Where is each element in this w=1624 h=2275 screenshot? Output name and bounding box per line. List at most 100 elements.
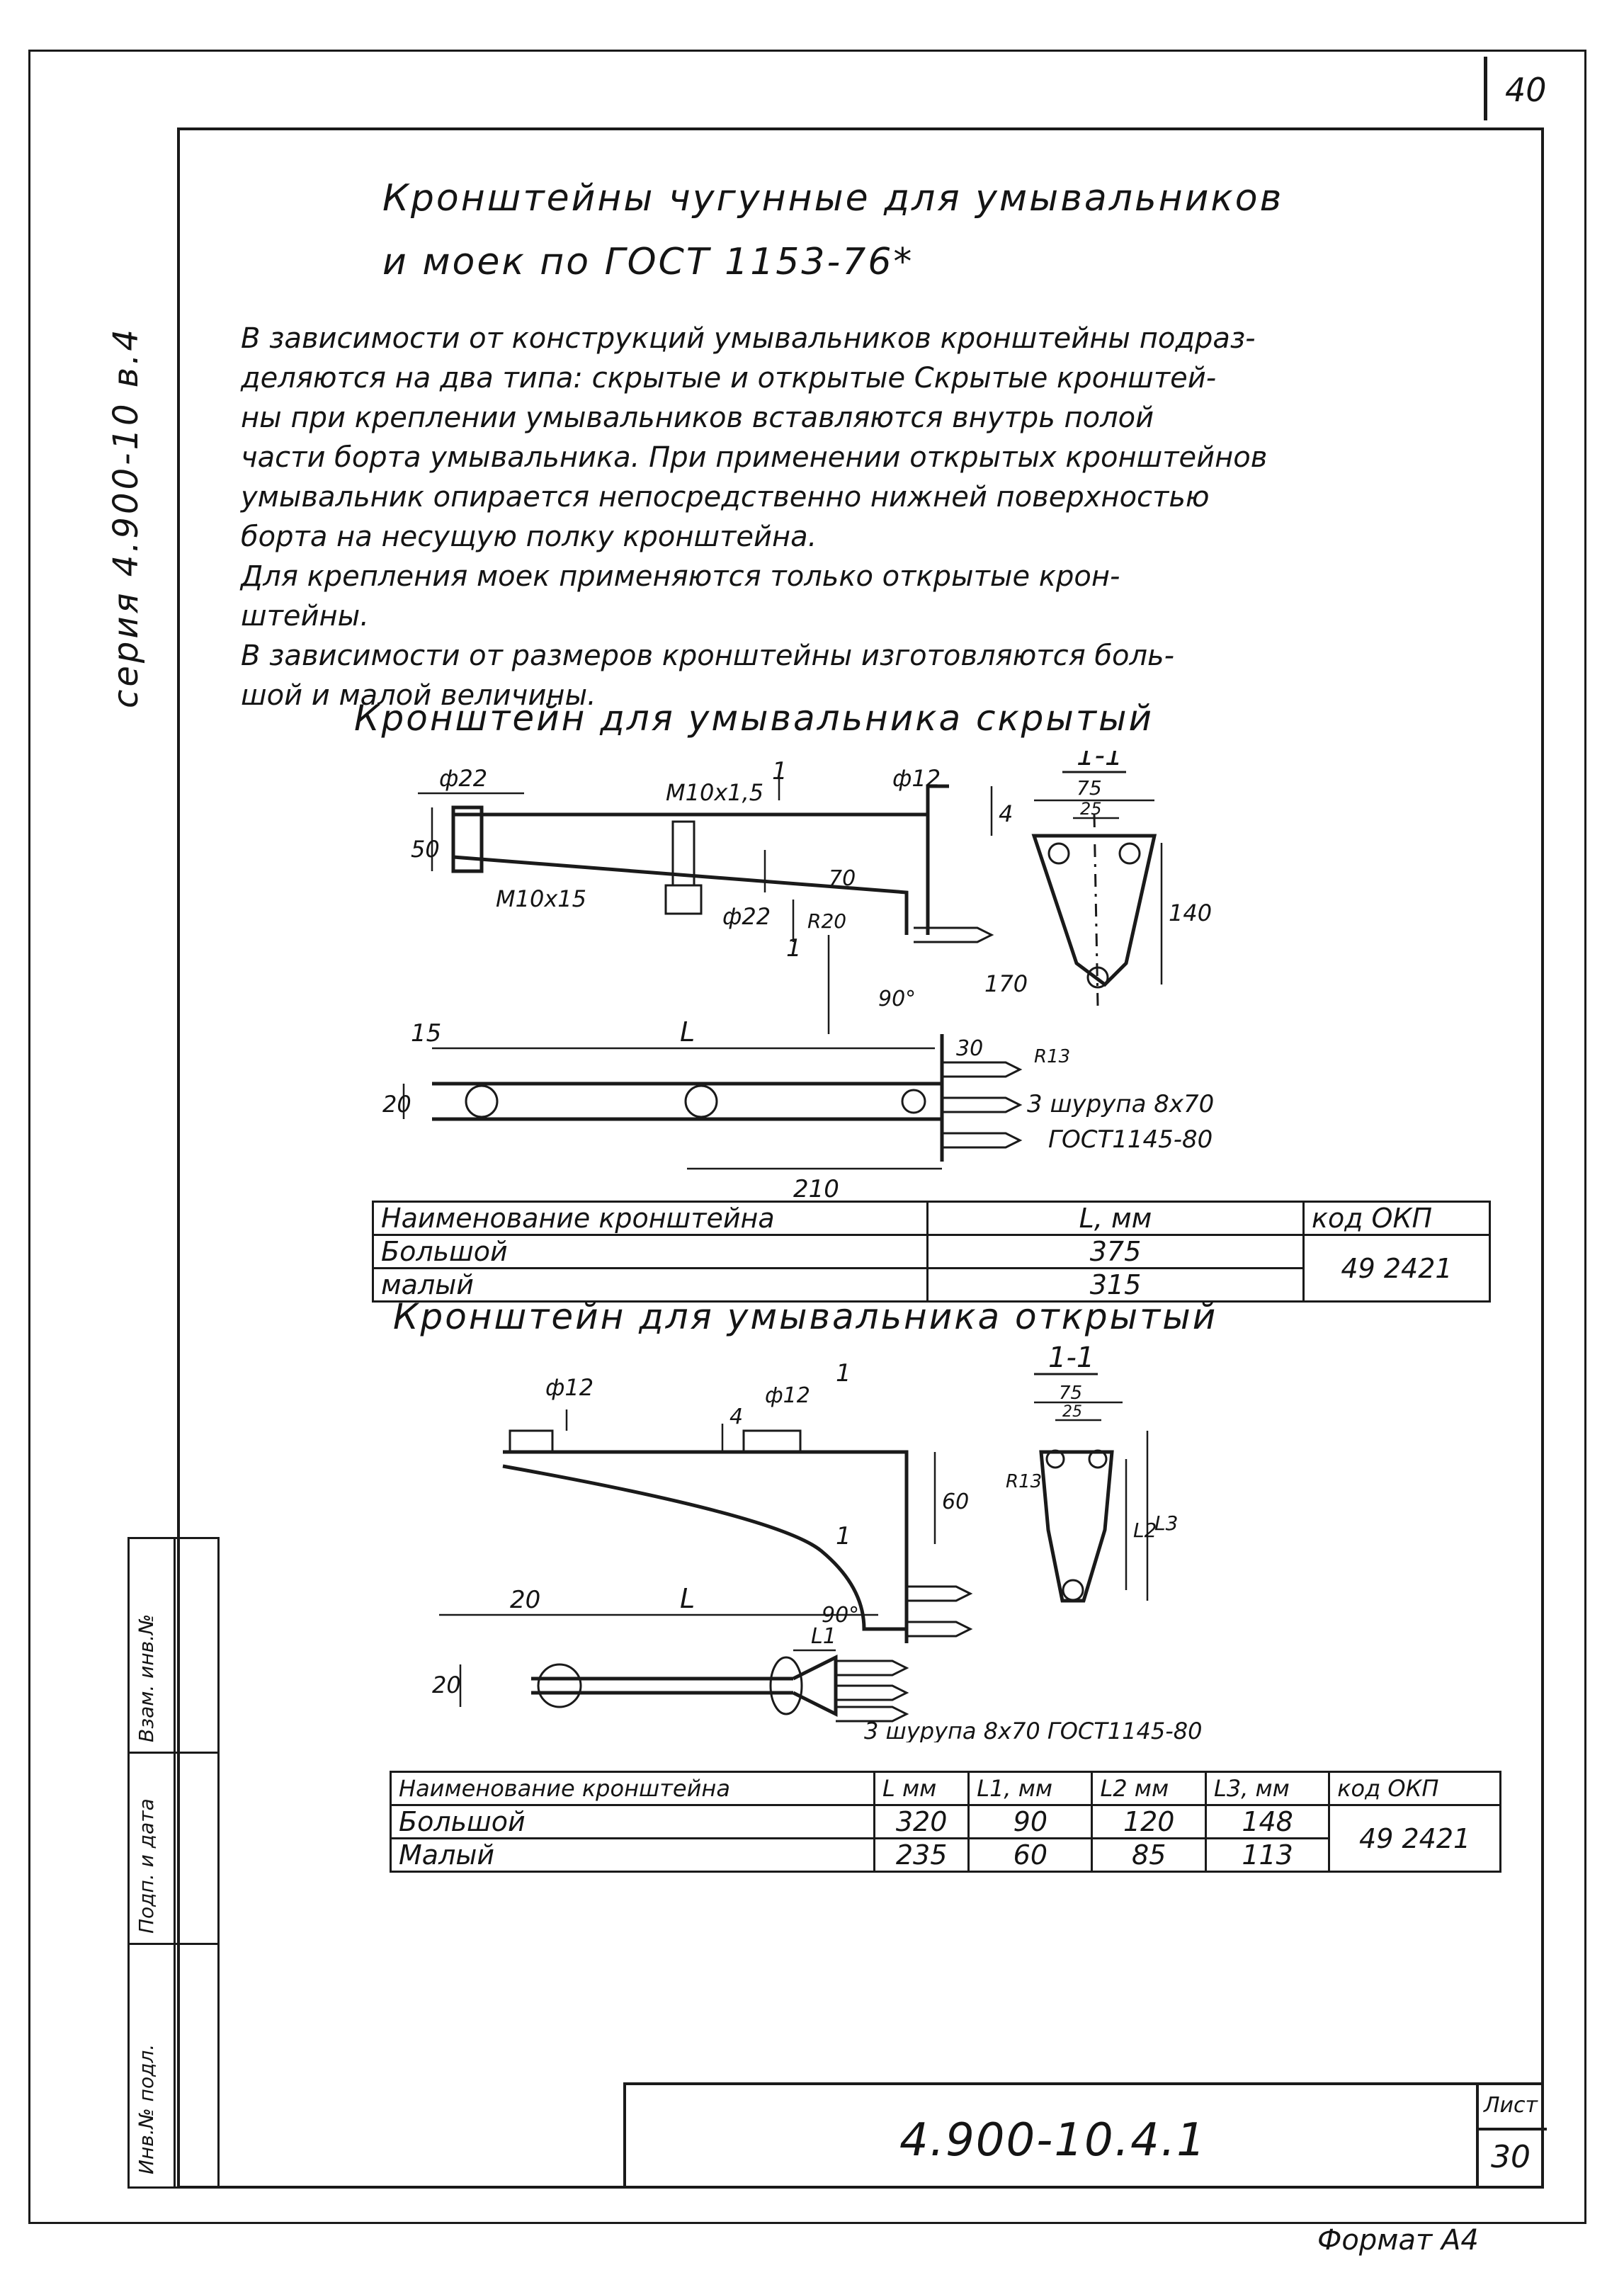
gost-spec: ГОСТ1145-80 bbox=[1048, 1125, 1213, 1154]
section-title-1-1: 1-1 bbox=[1077, 751, 1123, 772]
dim-210: 210 bbox=[793, 1175, 839, 1203]
dim-90deg: 90° bbox=[822, 1603, 859, 1628]
dim-75: 75 bbox=[1077, 776, 1102, 800]
dim-l3: L3 bbox=[1154, 1511, 1178, 1535]
col-l2-header: L2 мм bbox=[1091, 1771, 1207, 1806]
dim-m10x15: М10х15 bbox=[496, 885, 586, 912]
screw-icon bbox=[836, 1684, 909, 1701]
col-l-header: L мм bbox=[873, 1771, 970, 1806]
col-code-header: код ОКП bbox=[1302, 1201, 1491, 1236]
dim-d12: ф12 bbox=[892, 765, 941, 792]
row-l: 375 bbox=[926, 1234, 1305, 1269]
title-block-divider bbox=[1476, 2128, 1547, 2131]
bracket-riser bbox=[926, 784, 949, 815]
side-stamp-row-divider bbox=[130, 1752, 217, 1754]
dim-r13: R13 bbox=[1006, 1471, 1042, 1492]
bracket-mid-nut bbox=[664, 884, 703, 915]
dim-20: 20 bbox=[382, 1091, 411, 1118]
intro-line: деляются на два типа: скрытые и открытые… bbox=[241, 362, 1217, 395]
row-l3: 113 bbox=[1204, 1837, 1331, 1873]
open-bracket-table: Наименование кронштейна L мм L1, мм L2 м… bbox=[390, 1771, 1501, 1873]
intro-line: В зависимости от конструкций умывальнико… bbox=[241, 322, 1256, 355]
screw-icon bbox=[942, 1061, 1023, 1078]
dim-30: 30 bbox=[956, 1036, 983, 1061]
dim-75: 75 bbox=[1059, 1383, 1082, 1404]
okp-code: 49 2421 bbox=[1302, 1234, 1491, 1303]
side-stamp-row-divider bbox=[130, 1943, 217, 1945]
section-mark-1b: 1 bbox=[786, 934, 802, 963]
screw-icon bbox=[907, 1621, 973, 1638]
dim-140: 140 bbox=[1169, 900, 1212, 926]
corner-page-number: 40 bbox=[1505, 71, 1547, 109]
intro-line: Для крепления моек применяются только от… bbox=[241, 560, 1120, 593]
screw-icon bbox=[836, 1660, 909, 1677]
screw-icon bbox=[942, 1132, 1023, 1149]
screw-icon bbox=[836, 1706, 909, 1723]
dim-L: L bbox=[680, 1583, 695, 1614]
intro-line: ны при креплении умывальников вставляютс… bbox=[241, 402, 1154, 434]
dim-r13: R13 bbox=[1034, 1046, 1070, 1067]
side-stamp bbox=[127, 1537, 220, 2189]
intro-line: борта на несущую полку кронштейна. bbox=[241, 521, 817, 553]
row-name: Большой bbox=[390, 1804, 875, 1839]
section-mark-1a: 1 bbox=[772, 757, 788, 785]
intro-line: В зависимости от размеров кронштейны изг… bbox=[241, 640, 1175, 672]
intro-line: шой и малой величины. bbox=[241, 679, 596, 712]
page-title-line1: Кронштейны чугунные для умывальников bbox=[382, 177, 1284, 220]
col-l1-header: L1, мм bbox=[967, 1771, 1094, 1806]
dim-r20: R20 bbox=[807, 909, 846, 933]
row-l2: 85 bbox=[1091, 1837, 1207, 1873]
hidden-bracket-table: Наименование кронштейна L, мм код ОКП Бо… bbox=[372, 1201, 1491, 1303]
open-bracket-drawing: ф12 ф12 1 1 4 60 1-1 75 25 R13 L2 L3 20 … bbox=[432, 1346, 1203, 1742]
dim-20-side: 20 bbox=[432, 1672, 461, 1698]
dim-90deg: 90° bbox=[878, 987, 916, 1011]
dim-d12-mid: ф12 bbox=[765, 1383, 810, 1408]
bracket-arm-bottom bbox=[453, 855, 909, 935]
row-l: 320 bbox=[873, 1804, 970, 1839]
row-l2: 120 bbox=[1091, 1804, 1207, 1839]
row-l3: 148 bbox=[1204, 1804, 1331, 1839]
drawing-frame bbox=[177, 127, 1544, 2189]
col-name-header: Наименование кронштейна bbox=[390, 1771, 875, 1806]
row-l: 235 bbox=[873, 1837, 970, 1873]
screw-spec: 3 шурупа 8х70 bbox=[1027, 1090, 1214, 1118]
okp-code: 49 2421 bbox=[1328, 1804, 1501, 1873]
dim-l2: L2 bbox=[1133, 1519, 1157, 1542]
section-plate bbox=[1039, 1450, 1114, 1603]
dim-60: 60 bbox=[942, 1490, 969, 1514]
col-l-header: L, мм bbox=[926, 1201, 1305, 1236]
sheet-number: 30 bbox=[1491, 2139, 1531, 2175]
col-l3-header: L3, мм bbox=[1204, 1771, 1331, 1806]
section1-heading: Кронштейн для умывальника скрытый bbox=[354, 698, 1154, 739]
row-name: Большой bbox=[372, 1234, 929, 1269]
col-name-header: Наименование кронштейна bbox=[372, 1201, 929, 1236]
dim-d22-top: ф22 bbox=[439, 765, 487, 792]
dim-20-top: 20 bbox=[510, 1586, 540, 1614]
screw-icon bbox=[942, 1096, 1023, 1113]
title-block bbox=[623, 2082, 1547, 2189]
intro-line: части борта умывальника. При применении … bbox=[241, 441, 1268, 474]
dim-4: 4 bbox=[999, 800, 1013, 827]
dim-m10x1_5: М10х1,5 bbox=[666, 779, 763, 806]
stamp-inv-no: Инв.№ подл. bbox=[135, 2043, 158, 2174]
row-l: 315 bbox=[926, 1267, 1305, 1303]
dim-L: L bbox=[680, 1016, 695, 1048]
intro-line: умывальник опирается непосредственно ниж… bbox=[241, 481, 1210, 514]
dim-d12-left: ф12 bbox=[545, 1374, 594, 1401]
screw-icon bbox=[914, 926, 994, 943]
section-plate bbox=[1031, 834, 1157, 987]
dim-170: 170 bbox=[984, 970, 1028, 997]
bracket-arm-curve bbox=[502, 1464, 907, 1631]
bracket-mount-plate bbox=[792, 1654, 838, 1718]
bracket-end-boss bbox=[509, 1429, 554, 1453]
stamp-sign-date: Подп. и дата bbox=[135, 1798, 158, 1934]
corner-divider bbox=[1484, 57, 1487, 120]
dim-50: 50 bbox=[411, 836, 440, 863]
col-code-header: код ОКП bbox=[1328, 1771, 1501, 1806]
intro-paragraph: В зависимости от конструкций умывальнико… bbox=[241, 319, 1558, 715]
title-block-divider bbox=[1476, 2085, 1479, 2189]
row-name: малый bbox=[372, 1267, 929, 1303]
intro-line: штейны. bbox=[241, 600, 369, 632]
section2-heading: Кронштейн для умывальника открытый bbox=[393, 1296, 1218, 1337]
bracket-mid-boss bbox=[742, 1429, 802, 1453]
